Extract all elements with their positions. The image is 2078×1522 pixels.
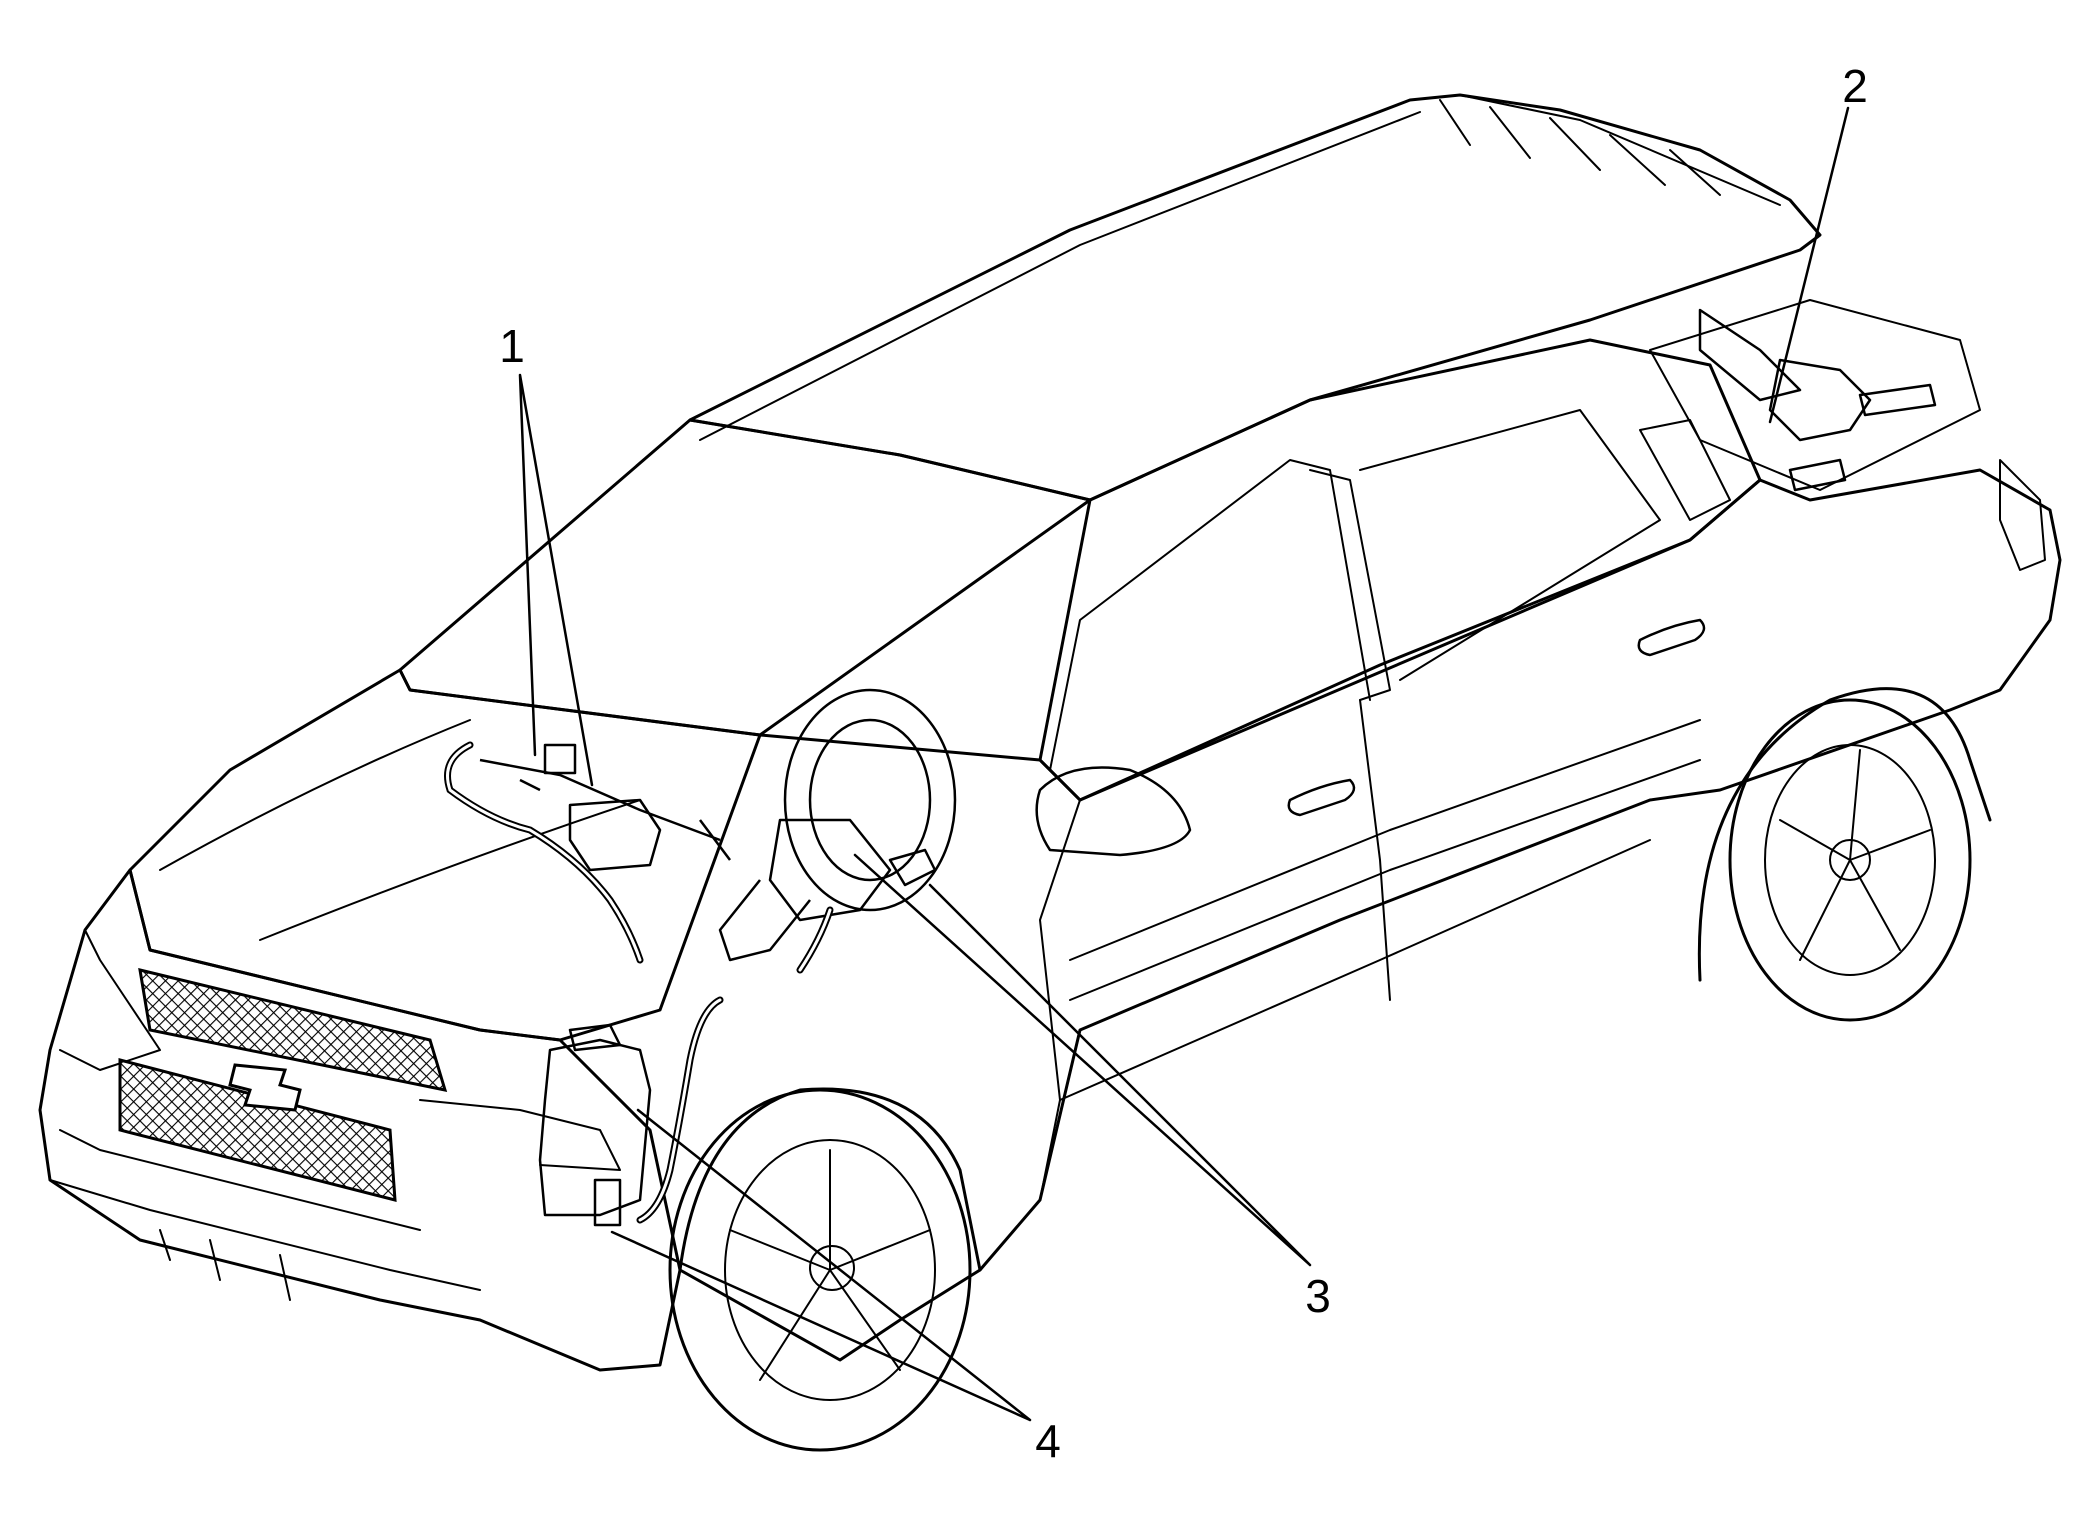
rear-tire — [1728, 698, 1972, 1022]
callout-1: 1 — [499, 320, 525, 372]
leader-4 — [610, 1108, 1032, 1422]
front-wheel-arch — [678, 1087, 982, 1272]
rear-door-glass — [1359, 409, 1661, 681]
callout-labels: 1 2 3 4 — [499, 60, 1868, 1467]
rear-wiper-mount — [1788, 458, 1847, 492]
steering-column-shroud — [768, 818, 892, 922]
wiper-motor-assembly — [444, 741, 731, 964]
multifunction-switch — [888, 848, 937, 887]
leader-1 — [518, 373, 594, 787]
rear-rim — [1764, 744, 1936, 976]
wiper-linkage — [479, 758, 731, 861]
rear-door-seam — [1359, 699, 1391, 1001]
rear-hub — [1829, 839, 1871, 881]
roof-slats — [1439, 99, 1721, 196]
side-mirror — [1035, 766, 1192, 857]
roof-outline — [688, 93, 1822, 502]
front-door-seam — [1039, 799, 1081, 1201]
front-bumper-lines — [49, 1129, 481, 1301]
vehicle-body — [38, 93, 2062, 1452]
windshield — [398, 418, 1092, 737]
rocker-panel — [1059, 839, 1651, 1101]
front-rim — [724, 1139, 936, 1401]
washer-pump — [593, 1178, 622, 1227]
front-rim-spokes — [729, 1149, 931, 1381]
brand-emblem — [228, 1063, 302, 1112]
front-door-handle — [1287, 778, 1356, 817]
wiper-motor-body — [568, 798, 662, 872]
rear-door-handle — [1637, 618, 1706, 657]
lower-grille — [118, 1058, 397, 1202]
hood-crease-left — [159, 719, 471, 871]
front-fascia — [38, 868, 682, 1372]
rear-wiper-arm — [1698, 308, 1802, 402]
steering-shaft — [718, 879, 811, 962]
hood-outline — [128, 668, 762, 1042]
roof-rail — [699, 94, 1781, 441]
headlamp-right — [419, 1099, 621, 1171]
front-door-glass — [1049, 459, 1371, 771]
b-pillar — [1309, 469, 1391, 701]
washer-reservoir-assembly — [538, 996, 724, 1227]
rear-rim-spokes — [1779, 749, 1931, 961]
body-side-molding — [1069, 719, 1701, 1001]
callout-4: 4 — [1035, 1415, 1061, 1467]
leader-3 — [853, 853, 1312, 1267]
side-body — [678, 468, 2062, 1362]
steering-column-assembly — [718, 688, 957, 974]
washer-fill-cap — [568, 1023, 622, 1052]
front-tire — [668, 1088, 972, 1452]
leader-2 — [1768, 106, 1850, 424]
wiper-harness — [444, 741, 644, 964]
rear-wiper-motor — [1768, 358, 1872, 442]
front-hub — [809, 1245, 855, 1291]
callout-leaders — [518, 106, 1850, 1422]
callout-2: 2 — [1842, 60, 1868, 112]
tail-lamp — [1999, 459, 2046, 571]
side-glass-outline — [1038, 338, 1762, 802]
rear-wiper-cylinder — [1858, 383, 1937, 417]
callout-3: 3 — [1305, 1270, 1331, 1322]
rear-wiper-motor-assembly — [1698, 308, 1937, 492]
liftgate-glass — [1649, 299, 1981, 491]
wiper-bracket — [543, 743, 577, 775]
rear-quarter-glass — [1639, 419, 1731, 521]
steering-wheel-inner — [808, 718, 932, 882]
hood-crease-right — [259, 799, 641, 941]
steering-wheel — [783, 688, 957, 912]
headlamp-left — [59, 929, 161, 1071]
upper-grille — [138, 968, 448, 1092]
